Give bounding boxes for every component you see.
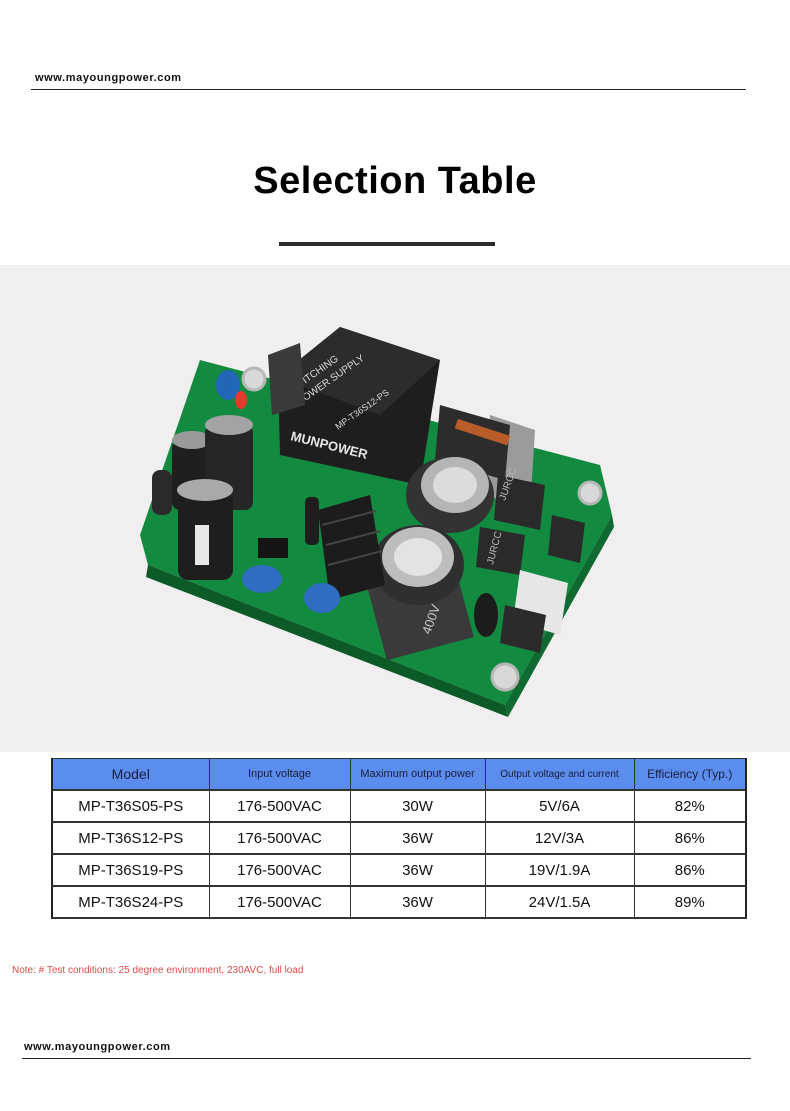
footer-divider: [22, 1058, 751, 1059]
cell-model: MP-T36S24-PS: [51, 885, 210, 919]
cell-output-voltage-current: 5V/6A: [484, 789, 635, 823]
cell-model: MP-T36S12-PS: [51, 821, 210, 855]
cell-max-output-power: 36W: [349, 821, 486, 855]
column-header-model: Model: [51, 758, 210, 791]
test-conditions-note: Note: # Test conditions: 25 degree envir…: [12, 965, 304, 976]
table-row: MP-T36S12-PS 176-500VAC 36W 12V/3A 86%: [51, 821, 747, 855]
page-title: Selection Table: [253, 160, 537, 202]
cell-output-voltage-current: 12V/3A: [484, 821, 635, 855]
header-divider: [31, 89, 746, 90]
table-header-row: Model Input voltage Maximum output power…: [51, 758, 747, 791]
cell-max-output-power: 36W: [349, 853, 486, 887]
column-header-max-output-power: Maximum output power: [349, 758, 486, 791]
cell-input-voltage: 176-500VAC: [208, 885, 351, 919]
selection-table: Model Input voltage Maximum output power…: [51, 758, 747, 919]
cell-efficiency: 86%: [633, 853, 747, 887]
table-row: MP-T36S24-PS 176-500VAC 36W 24V/1.5A 89%: [51, 885, 747, 919]
cell-max-output-power: 36W: [349, 885, 486, 919]
column-header-efficiency: Efficiency (Typ.): [633, 758, 747, 791]
site-url-top[interactable]: www.mayoungpower.com: [35, 72, 182, 84]
cell-max-output-power: 30W: [349, 789, 486, 823]
cell-efficiency: 82%: [633, 789, 747, 823]
cell-input-voltage: 176-500VAC: [208, 821, 351, 855]
site-url-bottom[interactable]: www.mayoungpower.com: [24, 1041, 171, 1053]
cell-input-voltage: 176-500VAC: [208, 853, 351, 887]
column-header-output-voltage-current: Output voltage and current: [484, 758, 635, 791]
cell-model: MP-T36S05-PS: [51, 789, 210, 823]
cell-input-voltage: 176-500VAC: [208, 789, 351, 823]
table-row: MP-T36S05-PS 176-500VAC 30W 5V/6A 82%: [51, 789, 747, 823]
table-row: MP-T36S19-PS 176-500VAC 36W 19V/1.9A 86%: [51, 853, 747, 887]
product-photo: SWITCHING POWER SUPPLY MP-T36S12-PS MUNP…: [0, 265, 790, 752]
cell-output-voltage-current: 24V/1.5A: [484, 885, 635, 919]
cell-model: MP-T36S19-PS: [51, 853, 210, 887]
column-header-input-voltage: Input voltage: [208, 758, 351, 791]
title-underline: [279, 242, 495, 246]
cell-output-voltage-current: 19V/1.9A: [484, 853, 635, 887]
cell-efficiency: 86%: [633, 821, 747, 855]
cell-efficiency: 89%: [633, 885, 747, 919]
